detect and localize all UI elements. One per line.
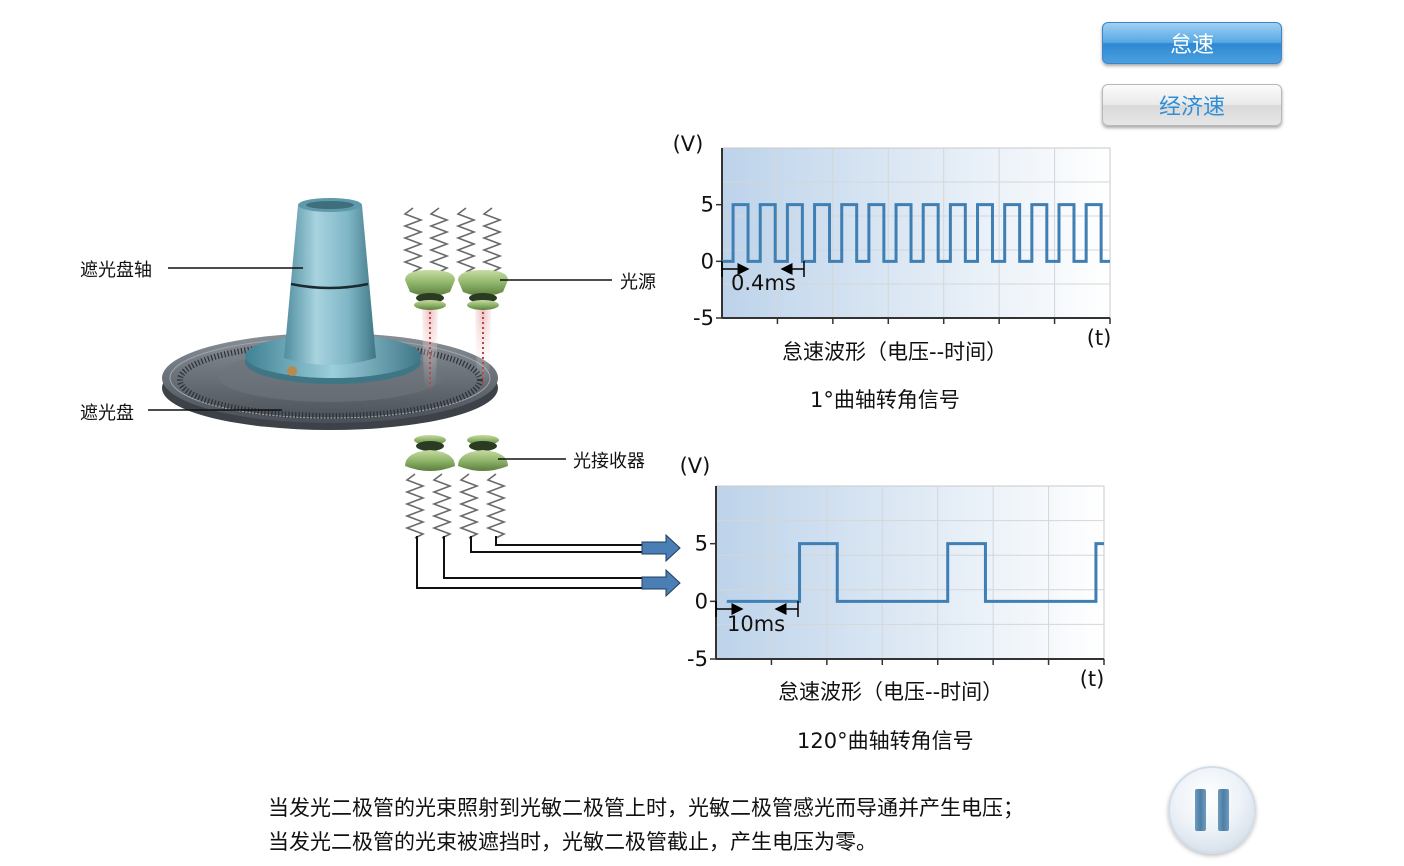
- light-source-label: 光源: [620, 272, 656, 293]
- description-line-2: 当发光二极管的光束被遮挡时，光敏二极管截止，产生电压为零。: [268, 830, 877, 854]
- light-receiver-units: [404, 435, 508, 539]
- pause-button[interactable]: [1168, 766, 1256, 854]
- economy-speed-button[interactable]: 经济速: [1102, 84, 1282, 126]
- receiver-label: 光接收器: [573, 451, 645, 472]
- idle-speed-button[interactable]: 怠速: [1102, 22, 1282, 64]
- chart2-y-tick-label: 0: [695, 589, 708, 613]
- chart2-annotation-label: 10ms: [727, 612, 785, 636]
- light-source-units: [402, 207, 508, 310]
- chart2-y-tick-label: 5: [695, 532, 708, 556]
- chart1-annotation-label: 0.4ms: [731, 271, 796, 295]
- signal-arrow-bottom: [641, 568, 681, 598]
- chart1-y-tick-label: -5: [693, 306, 714, 330]
- shutter-disc-shaft: [284, 198, 376, 365]
- pause-icon-bar-right: [1218, 789, 1229, 831]
- chart-2-subtitle: 120°曲轴转角信号: [797, 729, 974, 753]
- shaft-label: 遮光盘轴: [80, 260, 152, 281]
- light-beams: [422, 310, 491, 392]
- chart-1-title: 怠速波形（电压--时间）: [782, 340, 1008, 364]
- chart2-y-axis-label: (V): [680, 454, 711, 478]
- disc-label: 遮光盘: [80, 403, 134, 424]
- chart1-y-axis-label: (V): [673, 132, 704, 156]
- chart2-y-tick-label: -5: [687, 647, 708, 671]
- signal-wires: [416, 536, 650, 589]
- signal-arrow-top: [641, 533, 681, 563]
- chart-1-subtitle: 1°曲轴转角信号: [810, 388, 960, 412]
- chart2-series-line-0: [726, 542, 1104, 603]
- chart1-y-tick-label: 5: [701, 193, 714, 217]
- description-line-1: 当发光二极管的光束照射到光敏二极管上时，光敏二极管感光而导通并产生电压；: [268, 796, 1024, 820]
- chart-2-title: 怠速波形（电压--时间）: [778, 680, 1004, 704]
- chart1-series-line-0: [722, 203, 1110, 263]
- pause-icon-bar-left: [1195, 789, 1206, 831]
- chart1-x-axis-label: (t): [1087, 326, 1112, 350]
- chart1-y-tick-label: 0: [701, 249, 714, 273]
- chart2-x-axis-label: (t): [1080, 667, 1105, 691]
